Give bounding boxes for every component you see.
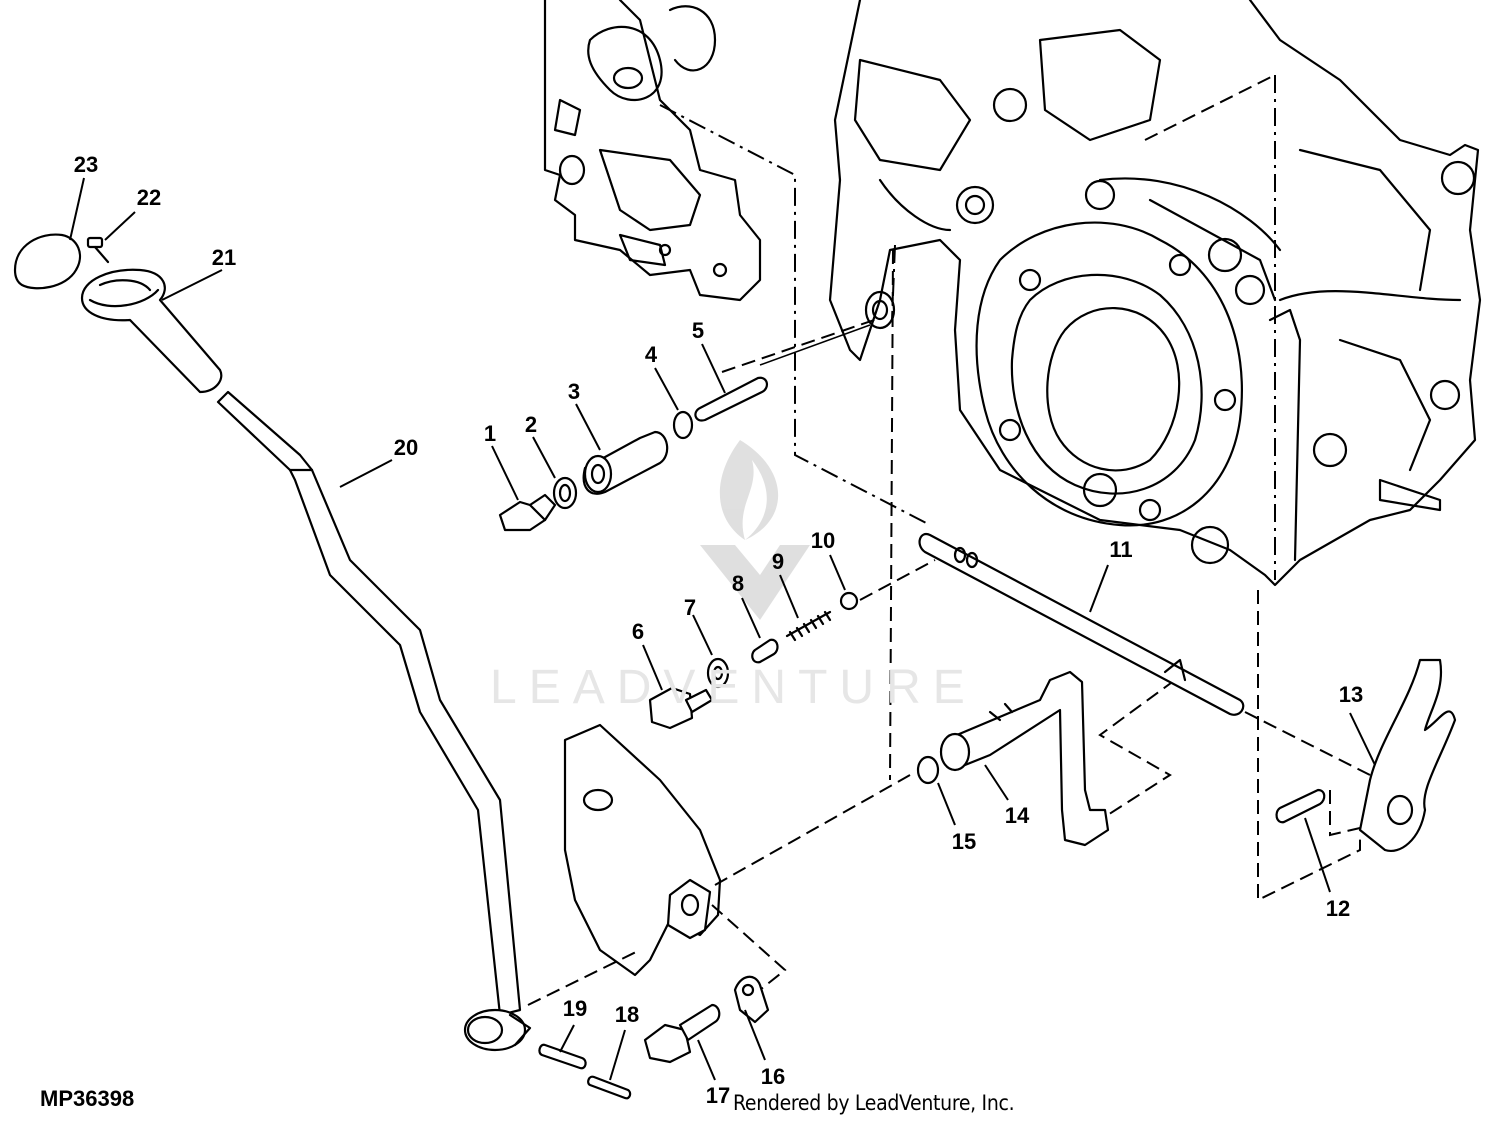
callout-12: 12 <box>1325 896 1351 921</box>
callout-20: 20 <box>393 435 419 460</box>
part-3-fitting <box>582 430 669 495</box>
diagram-id: MP36398 <box>40 1086 135 1111</box>
part-13-shift-fork <box>1358 658 1457 853</box>
callout-17: 17 <box>705 1083 731 1108</box>
part-8-pin <box>751 638 779 664</box>
part-10-ball <box>839 591 859 611</box>
callout-21: 21 <box>211 245 237 270</box>
shift-gate-plate <box>563 723 722 977</box>
part-20-shift-lever <box>216 390 532 1052</box>
watermark-logo-icon <box>700 440 810 620</box>
callout-5: 5 <box>691 318 705 343</box>
transmission-housing <box>828 0 1482 587</box>
callout-7: 7 <box>683 595 697 620</box>
part-4-o-ring <box>672 410 694 440</box>
callout-22: 22 <box>136 185 162 210</box>
part-1-switch <box>498 493 557 532</box>
callout-15: 15 <box>951 829 977 854</box>
callout-10: 10 <box>810 528 836 553</box>
part-11-shift-rod <box>918 532 1245 716</box>
callout-11: 11 <box>1109 537 1133 562</box>
part-2-washer <box>552 476 578 510</box>
part-5-pin <box>694 376 768 422</box>
callout-13: 13 <box>1338 682 1364 707</box>
part-22-screw <box>86 236 110 264</box>
callout-6: 6 <box>631 619 645 644</box>
part-21-shift-knob <box>80 268 223 394</box>
part-19-pin <box>538 1043 587 1070</box>
credit-text: Rendered by LeadVenture, Inc. <box>733 1091 1015 1115</box>
part-12-pin <box>1275 788 1326 824</box>
part-6-bolt <box>648 686 714 730</box>
part-9-spring <box>785 610 832 642</box>
callout-1: 1 <box>483 421 497 446</box>
part-16-bracket <box>733 975 770 1024</box>
leader-lines <box>69 177 1376 1081</box>
callout-9: 9 <box>771 549 785 574</box>
callout-23: 23 <box>73 152 99 177</box>
part-14-shift-arm <box>939 670 1110 847</box>
callout-8: 8 <box>731 571 745 596</box>
callout-4: 4 <box>644 342 658 367</box>
upper-housing-casting <box>543 0 762 302</box>
callout-19: 19 <box>562 996 588 1021</box>
callout-14: 14 <box>1004 803 1030 828</box>
assembly-lines <box>527 74 1371 1006</box>
callout-18: 18 <box>614 1002 640 1027</box>
callout-3: 3 <box>567 379 581 404</box>
callout-2: 2 <box>524 412 538 437</box>
callout-16: 16 <box>760 1064 786 1089</box>
part-18-pin <box>587 1075 632 1100</box>
part-23-cover <box>13 233 81 290</box>
part-15-o-ring <box>916 755 940 785</box>
part-7-washer <box>706 657 730 689</box>
part-17-bolt <box>643 1003 721 1064</box>
